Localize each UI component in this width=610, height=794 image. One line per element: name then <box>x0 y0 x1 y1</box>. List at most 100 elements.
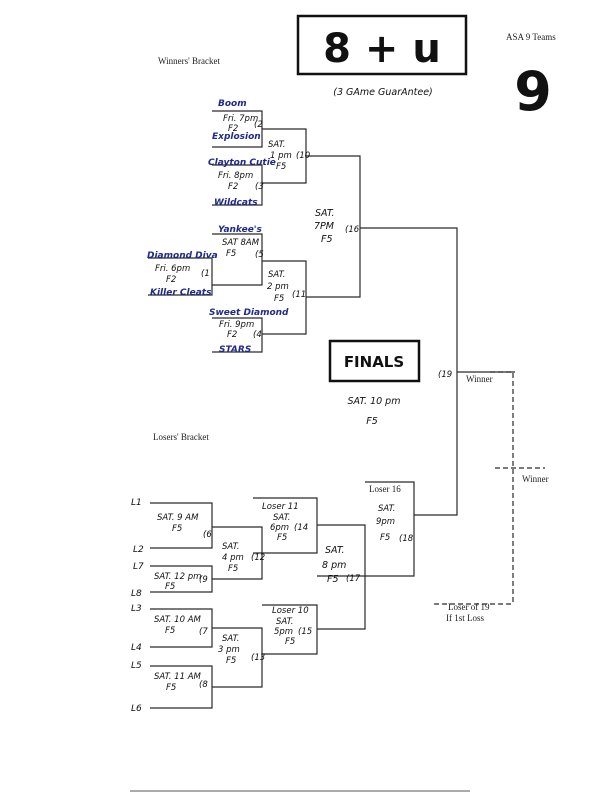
game-18-field: F5 <box>380 533 390 543</box>
loser-of-19-label: Loser of 19 <box>448 602 490 612</box>
bracket-line <box>150 502 213 549</box>
game-7-number: (7 <box>199 627 208 637</box>
game-18-time: 9pm <box>376 517 395 527</box>
game-17-time: 8 pm <box>322 560 346 571</box>
game-14-field: F5 <box>277 533 287 543</box>
team-clayton-cutie: Clayton Cutie <box>208 158 276 168</box>
slot-l7: L7 <box>133 562 144 572</box>
team-explosion: Explosion <box>212 132 261 142</box>
game-13-field: F5 <box>226 656 236 666</box>
game-15-head: Loser 10 <box>272 606 309 616</box>
game-18-day: SAT. <box>378 504 395 514</box>
bracket-line <box>317 524 366 577</box>
game-3-number: (3 <box>255 182 264 192</box>
game-1-time: Fri. 6pm <box>155 264 190 274</box>
game-17-number: (17 <box>346 574 361 584</box>
game-13-time: 3 pm <box>218 645 240 655</box>
game-2-number: (2 <box>254 120 263 130</box>
game-7-field: F5 <box>165 626 175 636</box>
game-11-number: (11 <box>292 290 306 300</box>
game-5-time: SAT 8AM <box>222 238 260 248</box>
game-15-field: F5 <box>285 637 295 647</box>
game-14-head: Loser 11 <box>262 502 299 512</box>
game-5-number: (5 <box>255 250 264 260</box>
bracket-line <box>212 164 263 206</box>
slot-l2: L2 <box>133 545 144 555</box>
team-yankees: Yankee's <box>218 225 263 235</box>
game-19-number: (19 <box>438 370 452 380</box>
game-14-number: (14 <box>294 523 308 533</box>
game-3-field: F2 <box>228 182 238 192</box>
game-14-time: 6pm <box>270 523 289 533</box>
game-8-time: SAT. 11 AM <box>154 672 202 682</box>
game-17-field: F5 <box>327 574 339 585</box>
winner-label-19: Winner <box>466 374 493 384</box>
game-5-field: F5 <box>226 249 236 259</box>
game-guarantee: (3 GAme GuarAntee) <box>333 87 433 98</box>
bracket-line <box>306 155 361 298</box>
game-3-time: Fri. 8pm <box>218 171 253 181</box>
finals-field: F5 <box>366 416 378 427</box>
game-17-day: SAT. <box>325 545 345 556</box>
game-15-day: SAT. <box>276 617 293 627</box>
game-2-field: F2 <box>228 124 238 134</box>
slot-l5: L5 <box>131 661 142 671</box>
game-13-day: SAT. <box>222 634 239 644</box>
game-8-number: (8 <box>199 680 208 690</box>
bracket-line <box>365 481 415 577</box>
game-13-number: (13 <box>251 653 265 663</box>
finals-time: SAT. 10 pm <box>348 396 401 407</box>
game-7-time: SAT. 10 AM <box>154 615 202 625</box>
game-12-time: 4 pm <box>222 553 244 563</box>
game-16-field: F5 <box>321 234 333 245</box>
asa-teams-label: ASA 9 Teams <box>506 32 556 42</box>
game-8-field: F5 <box>166 683 176 693</box>
bracket-line <box>148 257 213 296</box>
game-15-time: 5pm <box>274 627 293 637</box>
bracket-line <box>212 317 263 353</box>
game-4-number: (4 <box>253 330 262 340</box>
game-10-field: F5 <box>276 162 286 172</box>
slot-l6: L6 <box>131 704 142 714</box>
slot-l1: L1 <box>131 498 142 508</box>
game-9-number: (9 <box>199 575 208 585</box>
bracket-line <box>212 627 263 688</box>
division-title: 8 + u <box>323 26 441 72</box>
game-15-number: (15 <box>298 627 312 637</box>
if-necessary-line <box>490 371 514 604</box>
slot-l8: L8 <box>131 589 142 599</box>
game-11-field: F5 <box>274 294 284 304</box>
game-6-time: SAT. 9 AM <box>157 513 199 523</box>
game-11-time: 2 pm <box>267 282 289 292</box>
game-16-time: 7PM <box>314 221 334 232</box>
game-12-number: (12 <box>251 553 265 563</box>
game-6-field: F5 <box>172 524 182 534</box>
bracket-line <box>317 576 366 630</box>
division-box <box>296 14 468 76</box>
game-16-number: (16 <box>345 225 360 235</box>
game-4-field: F2 <box>227 330 237 340</box>
game-12-day: SAT. <box>222 542 239 552</box>
team-sweet-diamond: Sweet Diamond <box>209 308 289 318</box>
finals-box <box>328 339 421 383</box>
team-stars: STARS <box>219 345 251 355</box>
team-wildcats: Wildcats <box>214 198 258 208</box>
finals-title: FINALS <box>344 353 404 371</box>
game-12-field: F5 <box>228 564 238 574</box>
team-boom: Boom <box>218 99 247 109</box>
team-count: 9 <box>514 60 552 123</box>
game-11-day: SAT. <box>268 270 285 280</box>
winners-bracket-title: Winners' Bracket <box>158 56 220 66</box>
bracket-line <box>212 233 263 286</box>
team-diamond-diva: Diamond Diva <box>147 251 218 261</box>
game-4-time: Fri. 9pm <box>219 320 254 330</box>
game-2-time: Fri. 7pm <box>223 114 258 124</box>
game-6-number: (6 <box>203 530 212 540</box>
if-first-loss-label: If 1st Loss <box>446 613 484 623</box>
game-10-number: (10 <box>296 151 310 161</box>
slot-l3: L3 <box>131 604 142 614</box>
game-1-field: F2 <box>166 275 176 285</box>
slot-l4: L4 <box>131 643 142 653</box>
game-14-day: SAT. <box>273 513 290 523</box>
